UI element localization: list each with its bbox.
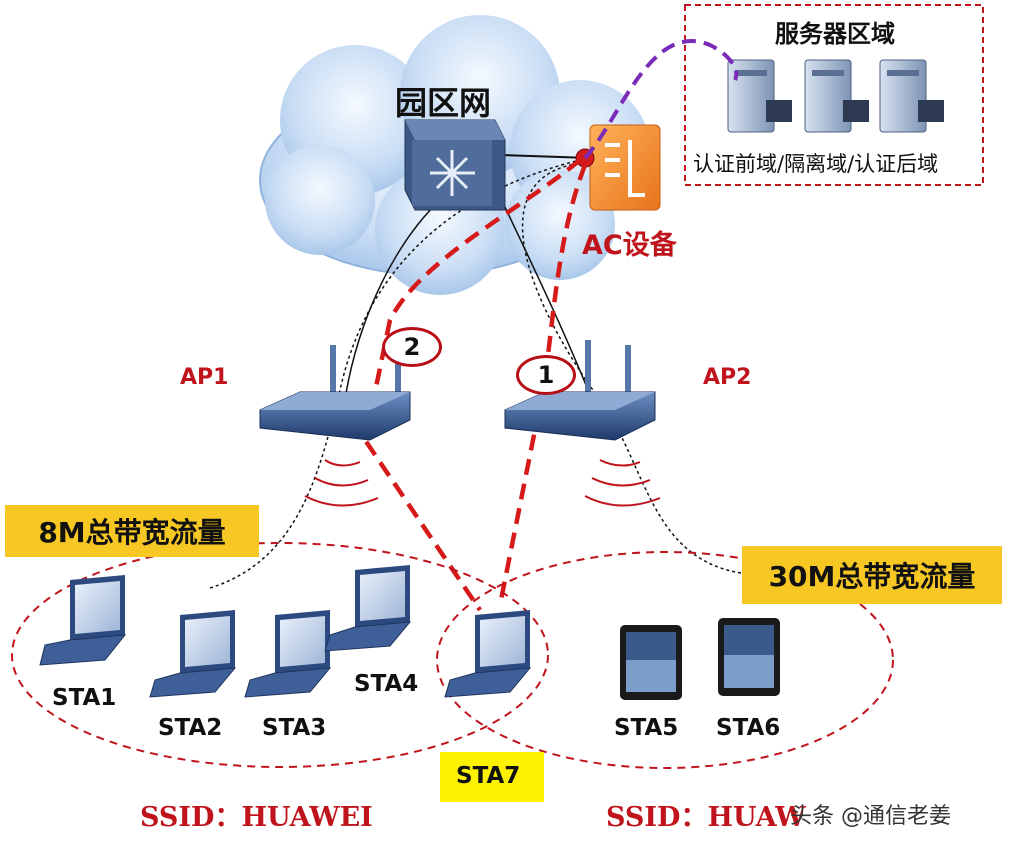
bandwidth-8m-badge: 8M总带宽流量 bbox=[5, 505, 259, 557]
sta6-label: STA6 bbox=[716, 715, 781, 741]
laptop-icon bbox=[149, 610, 237, 698]
path2-red-dashed bbox=[362, 158, 582, 612]
path-1-marker: 1 bbox=[516, 355, 576, 395]
laptop-icon bbox=[444, 610, 532, 698]
ap2-coverage bbox=[436, 551, 894, 769]
server-domains-label: 认证前域/隔离域/认证后域 bbox=[693, 152, 939, 176]
bandwidth-30m-badge: 30M总带宽流量 bbox=[742, 546, 1002, 604]
tablet-icon bbox=[620, 625, 682, 700]
server-area-box bbox=[684, 4, 984, 186]
server-link-curve bbox=[583, 39, 739, 160]
ac-device-icon bbox=[589, 124, 661, 211]
core-switch-icon bbox=[404, 119, 506, 211]
sta4-label: STA4 bbox=[354, 671, 419, 697]
ap1-label: AP1 bbox=[180, 365, 229, 390]
sta7-label: STA7 bbox=[456, 763, 521, 789]
switch-ac-link bbox=[499, 154, 591, 159]
ap2-label: AP2 bbox=[703, 365, 752, 390]
sta3-label: STA3 bbox=[262, 715, 327, 741]
ap1-coverage bbox=[11, 542, 549, 768]
ap1-icon bbox=[259, 340, 411, 441]
server-icon bbox=[727, 59, 792, 133]
path-2-marker: 2 bbox=[382, 327, 442, 367]
sta1-label: STA1 bbox=[52, 685, 117, 711]
laptop-icon bbox=[244, 610, 332, 698]
laptop-icon bbox=[324, 565, 412, 652]
laptop-icon bbox=[39, 575, 127, 666]
tablet-icon bbox=[718, 618, 780, 696]
sta2-label: STA2 bbox=[158, 715, 223, 741]
ssid-right-label: SSID：HUAWEI bbox=[606, 802, 806, 833]
sta5-label: STA5 bbox=[614, 715, 679, 741]
sta7-highlight bbox=[440, 752, 544, 802]
campus-network-label: 园区网 bbox=[395, 84, 492, 122]
watermark-text: 头条 @通信老姜 bbox=[790, 804, 951, 829]
ac-device-label: AC设备 bbox=[582, 230, 677, 261]
ap2-signal-icon bbox=[584, 459, 661, 507]
server-area-title: 服务器区域 bbox=[775, 20, 895, 48]
ap1-signal-icon bbox=[304, 459, 379, 507]
server-icon bbox=[879, 59, 944, 133]
ssid-left-label: SSID：HUAWEI bbox=[140, 802, 373, 833]
ap2-icon bbox=[504, 340, 656, 441]
server-icon bbox=[804, 59, 869, 133]
